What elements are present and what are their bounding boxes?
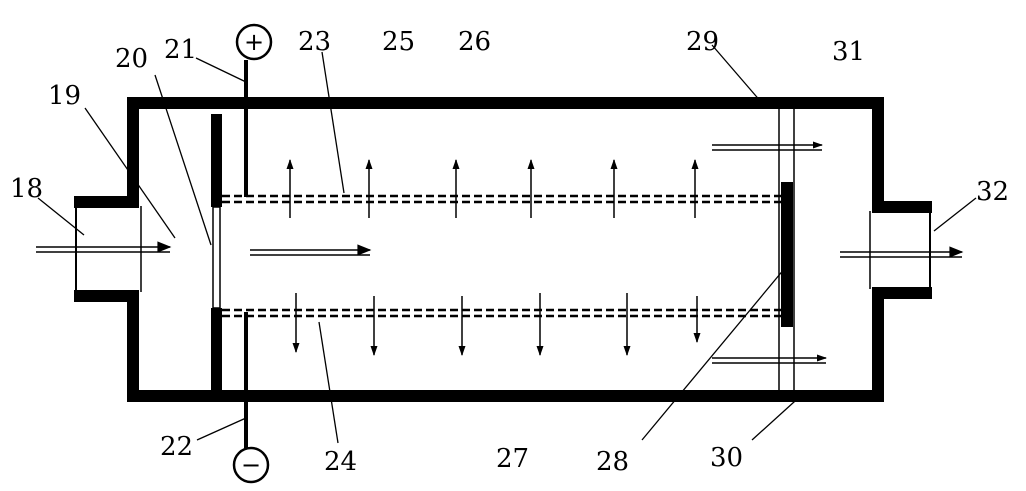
positive-terminal: +	[235, 23, 273, 61]
inlet-flow-arrow	[36, 241, 172, 253]
label-28: 28	[596, 447, 629, 477]
label-24: 24	[324, 447, 357, 477]
label-26: 26	[458, 27, 491, 57]
channel-flow-arrow	[250, 244, 372, 256]
label-20: 20	[115, 44, 148, 74]
label-31: 31	[832, 37, 865, 67]
outlet-pipe	[872, 201, 932, 299]
outlet-opening	[871, 213, 885, 287]
upper-electrode	[222, 194, 781, 204]
downward-field-arrows	[292, 293, 701, 356]
label-21: 21	[164, 35, 197, 65]
inlet-baffle-plate	[211, 114, 222, 393]
reference-labels: 18 19 20 21 22 23 24 25 26 27 28 29 30 3…	[10, 27, 1009, 477]
label-27: 27	[496, 444, 529, 474]
label-18: 18	[10, 174, 43, 204]
label-30: 30	[710, 443, 743, 473]
lower-electrode	[222, 308, 781, 318]
negative-terminal: −	[232, 446, 270, 484]
label-29: 29	[686, 27, 719, 57]
label-32: 32	[976, 177, 1009, 207]
inlet-opening	[126, 208, 140, 290]
lower-outlet-flow-arrow	[712, 354, 827, 364]
negative-sign: −	[241, 451, 261, 479]
outlet-flow-arrow	[840, 246, 964, 258]
upper-outlet-flow-arrow	[712, 141, 823, 151]
upward-field-arrows	[286, 159, 699, 218]
label-19: 19	[48, 81, 81, 111]
outlet-baffle-plate	[778, 109, 795, 391]
label-23: 23	[298, 27, 331, 57]
leader-lines	[37, 44, 977, 444]
positive-sign: +	[244, 28, 264, 56]
label-22: 22	[160, 432, 193, 462]
inlet-pipe	[74, 196, 136, 302]
label-25: 25	[382, 27, 415, 57]
